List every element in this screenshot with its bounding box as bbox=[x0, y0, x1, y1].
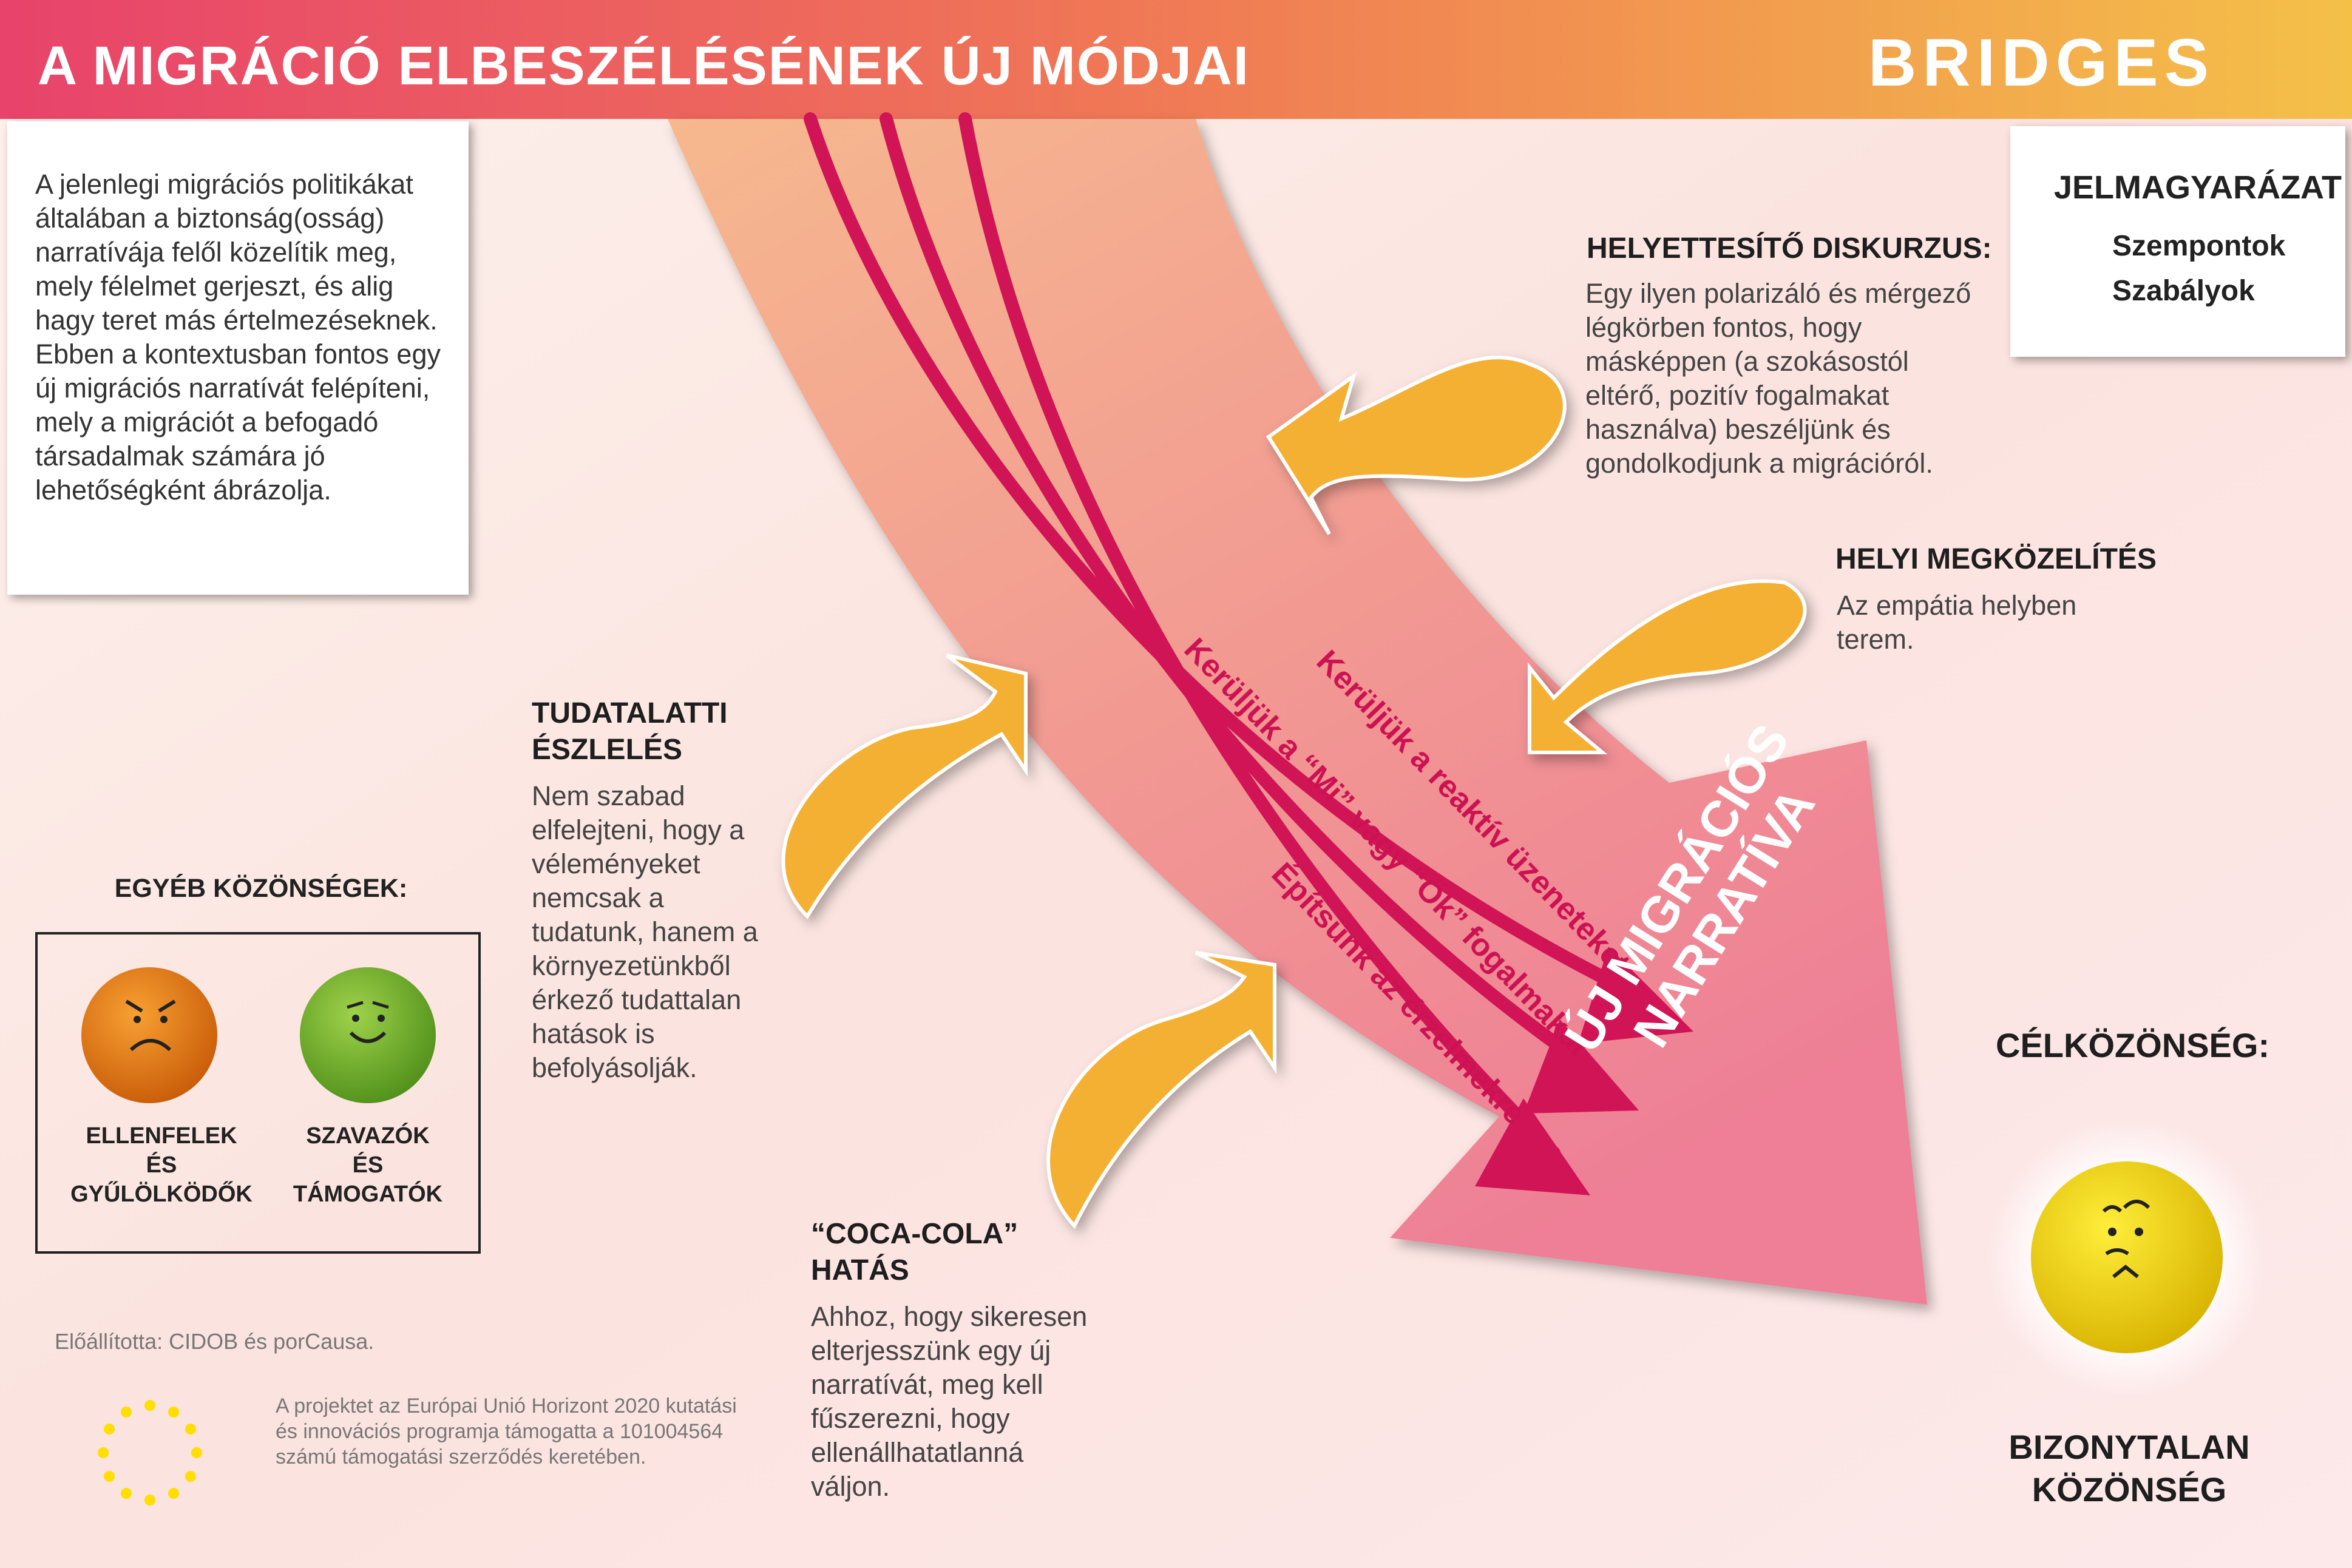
section-title-helyettesito: HELYETTESÍTŐ DISKURZUS: bbox=[1587, 232, 1992, 265]
aspect-arrow-helyi bbox=[1528, 579, 1807, 754]
other-audiences-title: EGYÉB KÖZÖNSÉGEK: bbox=[114, 874, 408, 903]
credit-text: Előállította: CIDOB és porCausa. bbox=[55, 1329, 374, 1354]
legend-title: JELMAGYARÁZAT bbox=[2054, 169, 2342, 206]
rule-arrowhead-1 bbox=[1578, 947, 1693, 1044]
rule-line-3 bbox=[958, 112, 1561, 1160]
intro-text: A jelenlegi migrációs politikákat általá… bbox=[35, 169, 441, 505]
section-body-helyi: Az empátia helyben terem. bbox=[1837, 590, 2077, 655]
eu-stars bbox=[98, 1400, 202, 1505]
target-audience-label: BIZONYTALAN KÖZÖNSÉG bbox=[2008, 1428, 2250, 1509]
opponent-face bbox=[81, 967, 217, 1103]
rule-line-1 bbox=[804, 112, 1645, 1002]
legend-item-szempontok: Szempontok bbox=[2112, 230, 2286, 262]
rule-arrowhead-2 bbox=[1523, 1019, 1639, 1113]
target-audience-title: CÉLKÖZÖNSÉG: bbox=[1996, 1026, 2270, 1064]
section-title-tudatalatti: TUDATALATTI ÉSZLELÉS bbox=[532, 697, 728, 766]
eu-funding-text: A projektet az Európai Unió Horizont 202… bbox=[276, 1394, 737, 1468]
intro-box bbox=[7, 121, 469, 595]
target-face bbox=[1987, 1118, 2266, 1397]
legend-box bbox=[2010, 126, 2345, 357]
aspect-arrow-tudatalatti bbox=[781, 654, 1028, 919]
brand-logo: BRIDGES bbox=[1868, 25, 2215, 100]
rule-arrowhead-3 bbox=[1475, 1098, 1590, 1195]
page-title: A MIGRÁCIÓ ELBESZÉLÉSÉNEK ÚJ MÓDJAI bbox=[38, 36, 1250, 96]
section-body-cocacola: Ahhoz, hogy sikeresen elterjesszünk egy … bbox=[811, 1301, 1088, 1502]
other-audiences-box bbox=[35, 932, 481, 1254]
section-title-cocacola: “COCA-COLA” HATÁS bbox=[811, 1218, 1018, 1286]
section-title-helyi: HELYI MEGKÖZELÍTÉS bbox=[1835, 543, 2157, 575]
rule-line-2 bbox=[879, 112, 1597, 1075]
aspect-arrow-cocacola bbox=[1046, 951, 1276, 1229]
opponents-label: ELLENFELEK ÉS GYŰLÖLKÖDŐK bbox=[70, 1123, 252, 1207]
legend-item-szabalyok: Szabályok bbox=[2112, 275, 2255, 307]
section-body-tudatalatti: Nem szabad elfelejteni, hogy a véleménye… bbox=[532, 780, 758, 1083]
aspect-arrow-helyettesito bbox=[1266, 356, 1567, 535]
supporter-face bbox=[300, 967, 436, 1103]
supporters-label: SZAVAZÓK ÉS TÁMOGATÓK bbox=[293, 1123, 443, 1207]
section-body-helyettesito: Egy ilyen polarizáló és mérgező légkörbe… bbox=[1585, 278, 1971, 479]
